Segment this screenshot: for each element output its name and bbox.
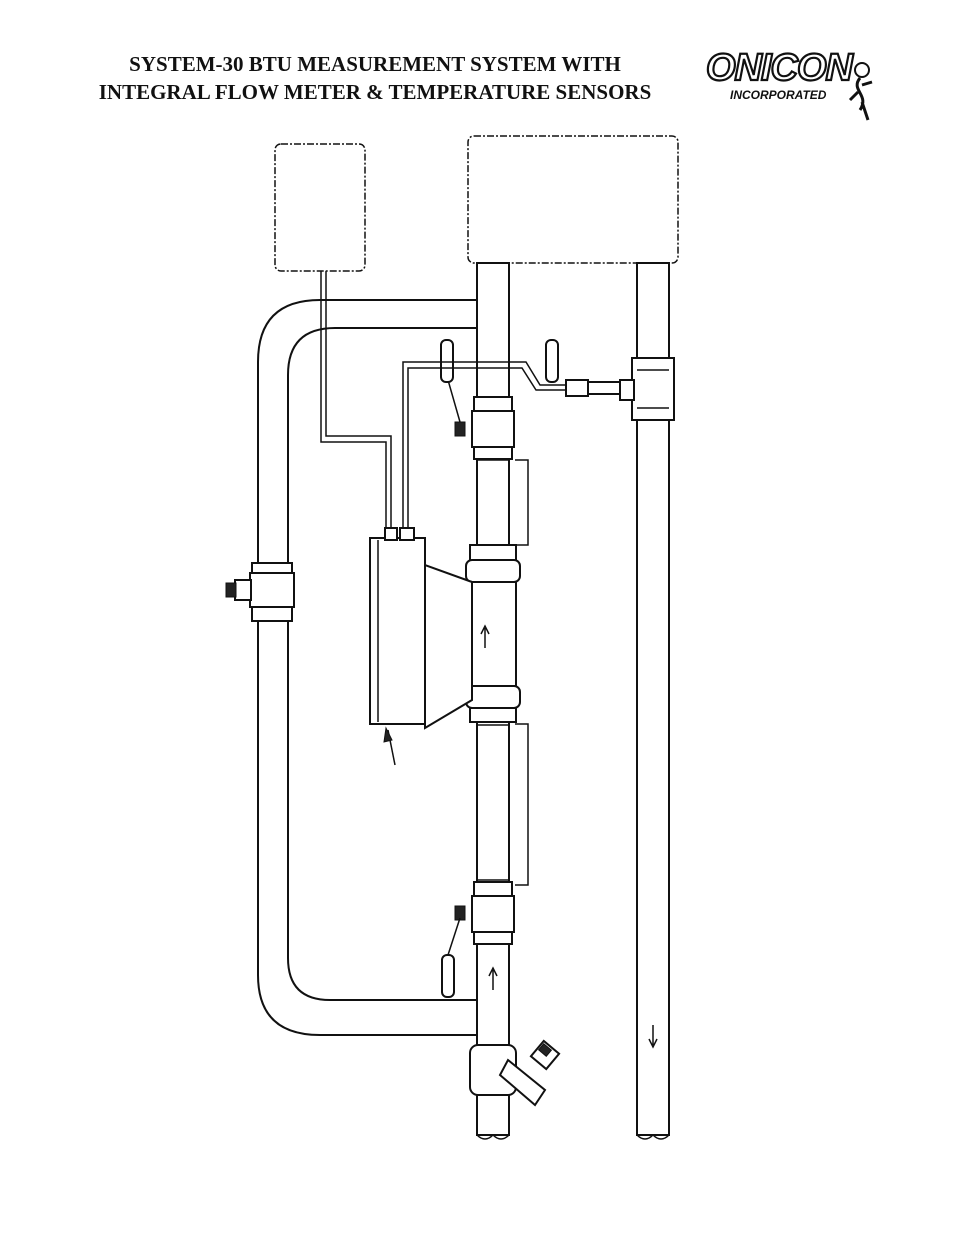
callout-arrow-icon [383,726,396,766]
bypass-loop [225,299,478,1036]
logo-figure-icon [848,62,873,121]
onicon-logo: ONICON INCORPORATED [705,46,873,121]
svg-text:INCORPORATED: INCORPORATED [730,88,827,102]
strainer [469,1039,561,1107]
title-line-1: SYSTEM-30 BTU MEASUREMENT SYSTEM WITH [129,52,621,76]
btu-meter-enclosure [274,143,366,272]
page-title: SYSTEM-30 BTU MEASUREMENT SYSTEM WITH IN… [60,50,690,106]
dimension-brackets [515,459,529,886]
signal-wiring [320,271,621,528]
control-panel-enclosure [467,135,679,264]
flow-arrow-down-icon [648,1025,658,1049]
supply-pipe [476,262,510,1140]
upper-ball-valve [440,339,515,460]
flow-meter [369,527,521,730]
lower-ball-valve [441,881,515,998]
title-line-2: INTEGRAL FLOW METER & TEMPERATURE SENSOR… [98,80,652,104]
return-pipe [619,262,675,1140]
svg-text:ONICON: ONICON [706,47,855,89]
flow-arrow-up-icon [480,624,498,990]
